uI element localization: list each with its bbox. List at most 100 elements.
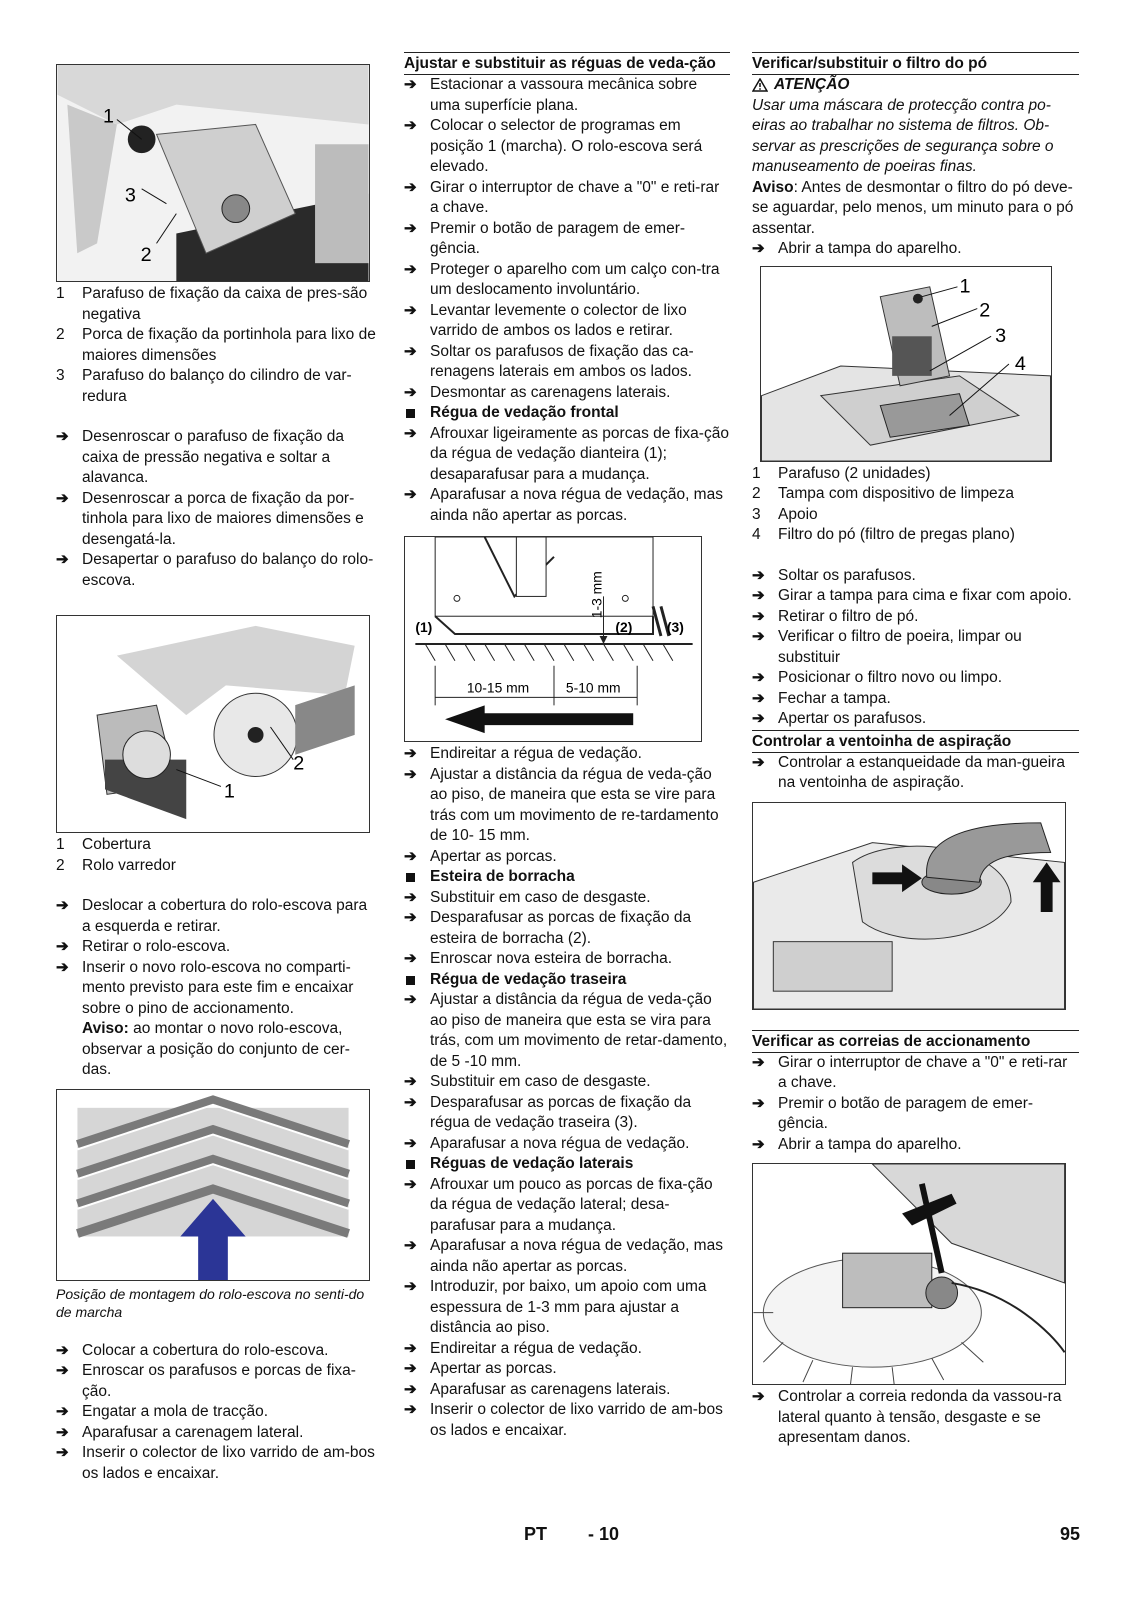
step: Abrir a tampa do aparelho.: [752, 239, 1079, 260]
step: Colocar o selector de programas em posiç…: [404, 116, 730, 178]
step: Abrir a tampa do aparelho.: [752, 1135, 1079, 1156]
figure-brush-orientation-illustration: [57, 1089, 369, 1280]
step: Retirar o filtro de pó.: [752, 607, 1079, 628]
step: Endireitar a régua de vedação.: [404, 744, 730, 765]
step: Premir o botão de paragem de emer-gência…: [752, 1094, 1079, 1135]
subsection-rubber-mat: Esteira de borracha: [404, 867, 730, 888]
step: Inserir o novo rolo-escova no comparti-m…: [56, 958, 376, 1020]
step: Apertar os parafusos.: [752, 709, 1079, 730]
note: Aviso: Antes de desmontar o filtro do pó…: [752, 178, 1074, 237]
figure-seal-diagram: 1-3 mm (1) (2) (3) 10-15 mm 5-10 mm: [404, 536, 702, 742]
footer-language: PT: [524, 1524, 548, 1544]
figure-dust-filter-illustration: 1 2 3 4: [761, 266, 1051, 461]
figure-dust-filter: 1 2 3 4: [760, 265, 1052, 462]
step: Proteger o aparelho com um calço con-tra…: [404, 260, 730, 301]
step: Soltar os parafusos.: [752, 566, 1079, 587]
warning-title: ATENÇÃO: [752, 75, 1079, 96]
step: Afrouxar ligeiramente as porcas de fixa-…: [404, 424, 730, 486]
step: Ajustar a distância da régua de veda-ção…: [404, 765, 730, 847]
figure-brush-cover: 2 1: [56, 615, 370, 833]
figure-suction-fan: [752, 801, 1066, 1010]
subsection-side-seals: Réguas de vedação laterais: [404, 1154, 730, 1175]
figure-brush-orientation: [56, 1088, 370, 1281]
step: Inserir o colector de lixo varrido de am…: [404, 1400, 730, 1441]
column-middle: Ajustar e substituir as réguas de veda-ç…: [404, 52, 730, 1441]
step: Desparafusar as porcas de fixação da rég…: [404, 1093, 730, 1134]
gap-label: 1-3 mm: [589, 571, 605, 618]
note: Aviso: ao montar o novo rolo-escova, obs…: [82, 1020, 350, 1078]
step: Controlar a estanqueidade da man-gueira …: [752, 753, 1079, 794]
step: Introduzir, por baixo, um apoio com uma …: [404, 1277, 730, 1339]
step: Colocar a cobertura do rolo-escova.: [56, 1341, 376, 1362]
step: Desmontar as carenagens laterais.: [404, 383, 730, 404]
step: Substituir em caso de desgaste.: [404, 1072, 730, 1093]
callout-2: 2: [979, 299, 990, 321]
arrow-up-icon: [1032, 861, 1061, 912]
section-heading: Ajustar e substituir as réguas de veda-ç…: [404, 52, 730, 75]
step: Posicionar o filtro novo ou limpo.: [752, 668, 1079, 689]
subsection-rear-seal: Régua de vedação traseira: [404, 970, 730, 991]
step: Girar a tampa para cima e fixar com apoi…: [752, 586, 1079, 607]
step: Fechar a tampa.: [752, 689, 1079, 710]
step: Substituir em caso de desgaste.: [404, 888, 730, 909]
footer-page-code: - 10: [588, 1524, 620, 1544]
warning-triangle-icon: [752, 78, 768, 92]
callout-3: 3: [125, 185, 136, 207]
step: Girar o interruptor de chave a "0" e ret…: [752, 1053, 1079, 1094]
step: Aparafusar a nova régua de vedação, mas …: [404, 1236, 730, 1277]
figure-vacuum-box-screws: 1 3 2: [56, 64, 370, 282]
step: Retirar o rolo-escova.: [56, 937, 376, 958]
step: Aparafusar a carenagem lateral.: [56, 1423, 376, 1444]
step: Inserir o colector de lixo varrido de am…: [56, 1443, 376, 1484]
dim-front: 10-15 mm: [467, 679, 529, 695]
arrow-right-icon: [872, 863, 922, 892]
seal-gap-diagram: 1-3 mm (1) (2) (3) 10-15 mm 5-10 mm: [405, 537, 701, 741]
step: Premir o botão de paragem de emer-gência…: [404, 219, 730, 260]
step: Aparafusar a nova régua de vedação.: [404, 1134, 730, 1155]
figure-drive-belt: [752, 1163, 1066, 1385]
arrow-left-icon: [445, 705, 634, 734]
step: Engatar a mola de tracção.: [56, 1402, 376, 1423]
step: Levantar levemente o colector de lixo va…: [404, 301, 730, 342]
figure-caption: Posição de montagem do rolo-escova no se…: [56, 1285, 365, 1320]
step: Verificar o filtro de poeira, limpar ou …: [752, 627, 1079, 668]
step: Enroscar nova esteira de borracha.: [404, 949, 730, 970]
callout-2: 2: [293, 753, 304, 775]
callout-2: 2: [141, 244, 152, 266]
callout-4: 4: [1015, 352, 1026, 374]
step: Soltar os parafusos de fixação das ca-re…: [404, 342, 730, 383]
callout-1: 1: [224, 780, 235, 802]
callout-1: 1: [103, 105, 114, 127]
arrow-up-icon: [180, 1198, 246, 1280]
callout-3: 3: [995, 325, 1006, 347]
step: Desenroscar o parafuso de fixação da cai…: [56, 427, 376, 489]
step: Controlar a correia redonda da vassou-ra…: [752, 1387, 1079, 1449]
warning-text: Usar uma máscara de protecção contra po-…: [752, 96, 1054, 176]
step: Aparafusar as carenagens laterais.: [404, 1380, 730, 1401]
step: Estacionar a vassoura mecânica sobre uma…: [404, 75, 730, 116]
subsection-front-seal: Régua de vedação frontal: [404, 403, 730, 424]
step: Deslocar a cobertura do rolo-escova para…: [56, 896, 376, 937]
label-rubber-mat: (2): [615, 619, 632, 635]
step: Desparafusar as porcas de fixação da est…: [404, 908, 730, 949]
section-heading: Verificar/substituir o filtro do pó: [752, 52, 1079, 75]
column-right: Verificar/substituir o filtro do pó ATEN…: [752, 52, 1079, 1449]
step: Desapertar o parafuso do balanço do rolo…: [56, 550, 376, 591]
step: Afrouxar um pouco as porcas de fixa-ção …: [404, 1175, 730, 1237]
label-front-seal: (1): [415, 619, 432, 635]
step: Desenroscar a porca de fixação da por-ti…: [56, 489, 376, 551]
page-footer: PT - 10 95: [0, 1524, 1132, 1548]
step: Endireitar a régua de vedação.: [404, 1339, 730, 1360]
